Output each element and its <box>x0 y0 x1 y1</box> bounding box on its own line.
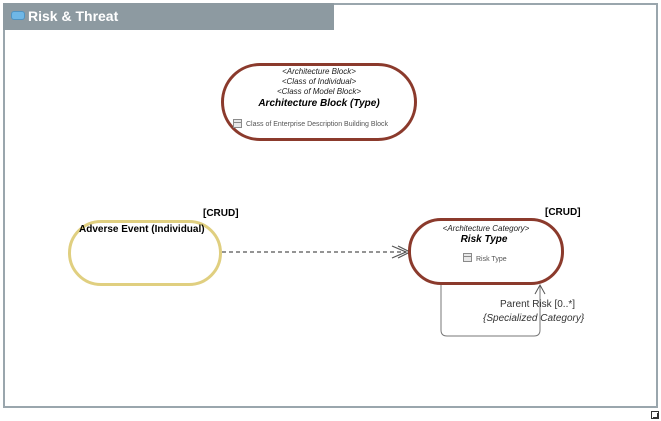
stereotype-class-of-model-block: <Class of Model Block> <box>276 87 362 96</box>
specialized-category-label: {Specialized Category} <box>483 313 585 324</box>
stereotype-architecture-category: <Architecture Category> <box>442 224 530 233</box>
adverse-event-name: Adverse Event (Individual) <box>79 224 205 235</box>
diagram-title: Risk & Threat <box>28 8 119 24</box>
risk-type-crud-label: [CRUD] <box>545 207 581 218</box>
class-compartment-icon <box>463 253 472 262</box>
risk-type-node[interactable] <box>408 218 564 285</box>
stereotype-architecture-block: <Architecture Block> <box>282 67 356 76</box>
risk-type-name: Risk Type <box>460 234 508 245</box>
resize-corner-icon[interactable] <box>651 411 659 419</box>
architecture-block-compartment: Class of Enterprise Description Building… <box>246 121 389 128</box>
risk-type-compartment: Risk Type <box>476 256 507 263</box>
adverse-event-crud-label: [CRUD] <box>203 208 239 219</box>
architecture-block-node[interactable] <box>221 63 417 141</box>
architecture-block-name: Architecture Block (Type) <box>258 98 380 109</box>
self-connector-arrowhead <box>534 283 546 295</box>
diagram-icon <box>11 11 25 20</box>
adverse-event-node[interactable] <box>68 220 222 286</box>
parent-risk-role-label: Parent Risk [0..*] <box>500 299 576 310</box>
stereotype-class-of-individual: <Class of Individual> <box>281 77 357 86</box>
parent-risk-self-connector[interactable] <box>440 285 541 337</box>
class-compartment-icon <box>233 119 242 128</box>
diagram-title-tab: Risk & Threat <box>3 3 334 30</box>
